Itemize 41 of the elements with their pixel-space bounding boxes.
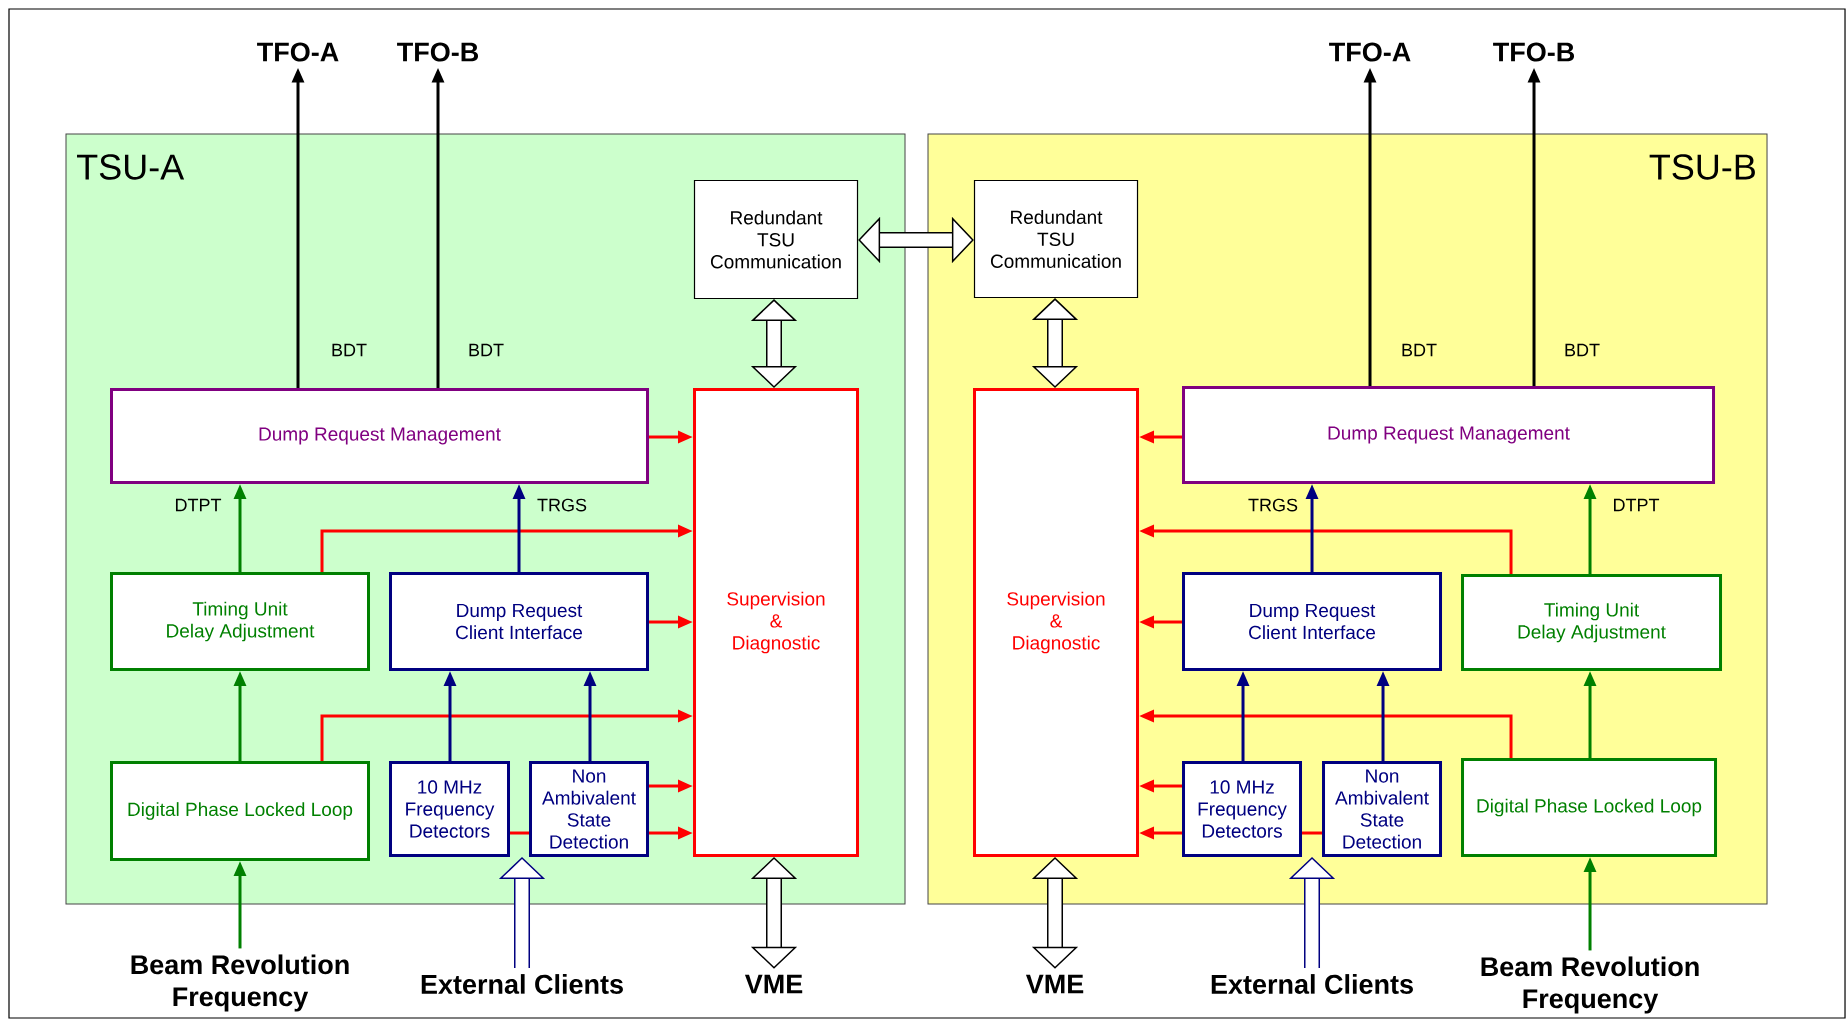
function-box: Non Ambivalent State Detection [529, 761, 649, 857]
edge-label: BDT [332, 343, 367, 357]
signal-label: TFO-B [397, 42, 479, 62]
function-box: Supervision & Diagnostic [693, 388, 859, 857]
edge-label: BDT [469, 343, 504, 357]
block-arrow [858, 216, 974, 264]
function-box: Digital Phase Locked Loop [110, 761, 370, 861]
function-box: Redundant TSU Communication [693, 179, 859, 300]
function-box: Timing Unit Delay Adjustment [110, 572, 370, 671]
signal-label: VME [744, 974, 803, 994]
edge-label: DTPT [176, 498, 222, 512]
signal-label: Beam Revolution Frequency [131, 954, 349, 1012]
edge-label: TRGS [537, 498, 587, 512]
function-box: 10 MHz Frequency Detectors [1182, 761, 1302, 857]
signal-label: TFO-B [1493, 42, 1575, 62]
function-box: Timing Unit Delay Adjustment [1461, 574, 1722, 671]
signal-label: External Clients [421, 974, 623, 994]
connector-line [1302, 831, 1322, 835]
function-box: Dump Request Management [1182, 386, 1715, 484]
block-arrow [1031, 857, 1079, 969]
function-box: Supervision & Diagnostic [973, 388, 1139, 857]
function-box: Digital Phase Locked Loop [1461, 758, 1717, 857]
function-box: Dump Request Client Interface [389, 572, 649, 671]
edge-label: DTPT [1614, 498, 1660, 512]
function-box: Dump Request Client Interface [1182, 572, 1442, 671]
signal-label: VME [1025, 974, 1084, 994]
block-arrow [750, 299, 798, 388]
function-box: Dump Request Management [110, 388, 649, 484]
function-box: Non Ambivalent State Detection [1322, 761, 1442, 857]
block-arrow [1031, 298, 1079, 388]
signal-label: TFO-A [1329, 42, 1411, 62]
function-box: Redundant TSU Communication [973, 179, 1139, 299]
signal-label: TFO-A [257, 42, 339, 62]
edge-label: BDT [1402, 343, 1437, 357]
edge-label: TRGS [1248, 498, 1298, 512]
edge-label: BDT [1565, 343, 1600, 357]
function-box: 10 MHz Frequency Detectors [389, 761, 510, 857]
block-arrow [750, 857, 798, 969]
connector-line [510, 831, 529, 835]
signal-label: Beam Revolution Frequency [1481, 956, 1699, 1014]
signal-label: External Clients [1211, 974, 1413, 994]
